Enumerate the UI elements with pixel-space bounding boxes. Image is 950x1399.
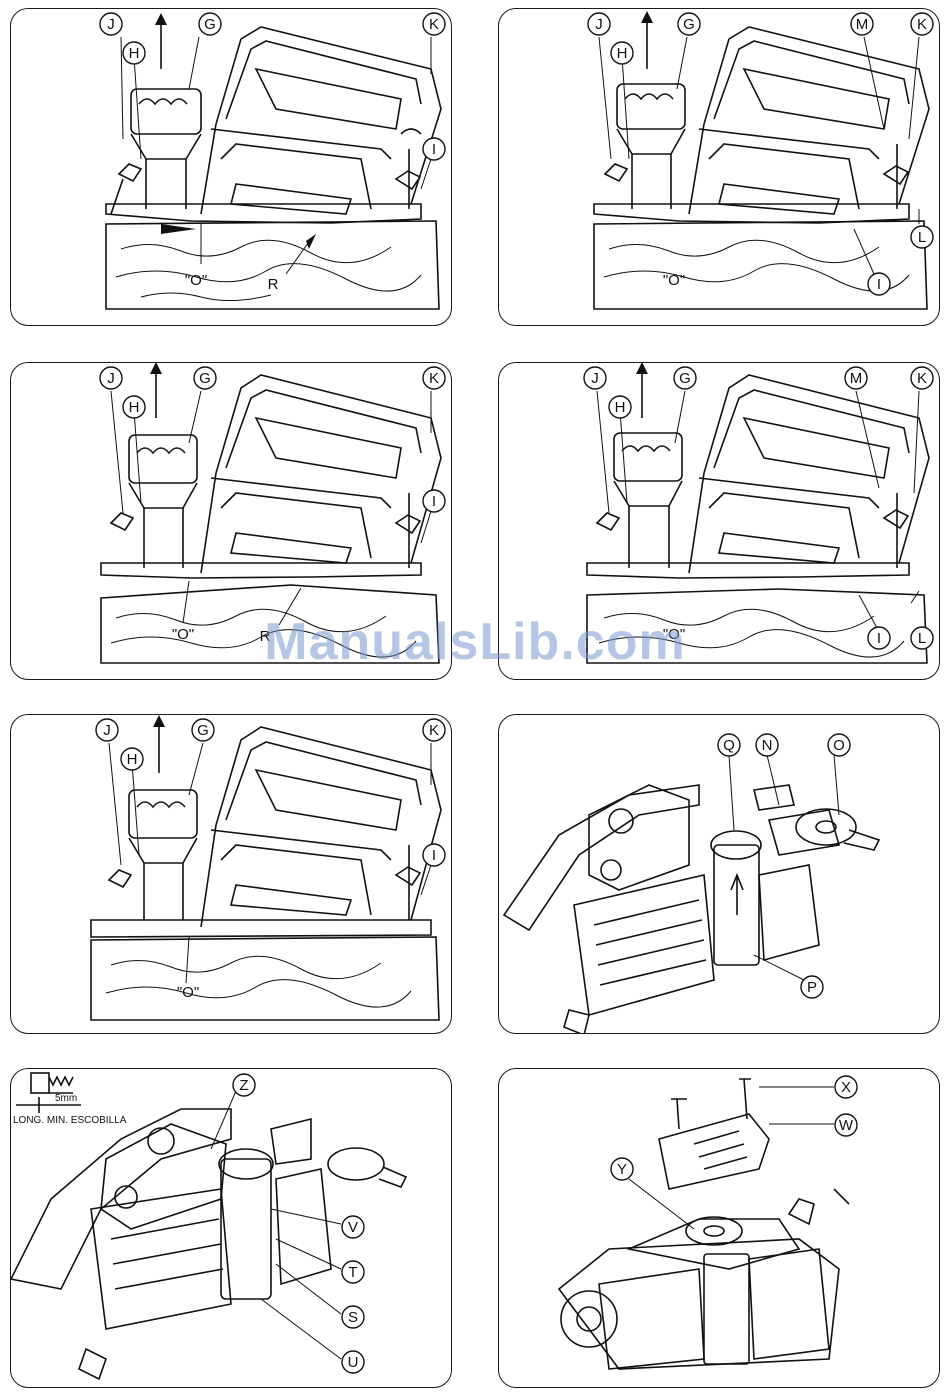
label-I: I	[877, 630, 881, 647]
planer-drum-view: Q N O P	[499, 715, 940, 1034]
label-M: M	[856, 16, 869, 33]
label-I: I	[432, 493, 436, 510]
planer-side-view-2: J H G M K L I "O"	[499, 9, 940, 326]
label-zero: "O"	[663, 272, 685, 289]
label-I: I	[877, 276, 881, 293]
brush-view: Z V T S U 5mm LONG. MIN. ESCOBILLA	[11, 1069, 452, 1388]
planer-side-view-1: J H G K I "O" R	[11, 9, 452, 326]
label-Z: Z	[239, 1077, 248, 1094]
label-Y: Y	[617, 1161, 627, 1178]
planer-side-view-4: J H G M K I L "O"	[499, 363, 940, 680]
label-W: W	[839, 1117, 854, 1134]
label-U: U	[348, 1354, 359, 1371]
label-K: K	[429, 722, 439, 739]
diagram-panel-1: J H G K I "O" R	[10, 8, 452, 326]
diagram-panel-4: J H G M K I L "O"	[498, 362, 940, 680]
diagram-panel-6: Q N O P	[498, 714, 940, 1034]
diagram-panel-3: J H G K I "O" R	[10, 362, 452, 680]
label-S: S	[348, 1309, 358, 1326]
label-K: K	[917, 16, 927, 33]
label-T: T	[348, 1264, 357, 1281]
label-H: H	[615, 399, 626, 416]
label-J: J	[595, 16, 603, 33]
label-zero: "O"	[663, 626, 685, 643]
label-R: R	[268, 276, 279, 293]
label-K: K	[429, 16, 439, 33]
brush-size: 5mm	[55, 1093, 77, 1104]
cover-removal-view: X W Y	[499, 1069, 940, 1388]
diagram-panel-2: J H G M K L I "O"	[498, 8, 940, 326]
label-J: J	[103, 722, 111, 739]
label-G: G	[204, 16, 216, 33]
label-I: I	[432, 141, 436, 158]
label-H: H	[129, 45, 140, 62]
label-G: G	[197, 722, 209, 739]
label-Q: Q	[723, 737, 735, 754]
label-P: P	[807, 979, 817, 996]
label-N: N	[762, 737, 773, 754]
label-V: V	[348, 1219, 358, 1236]
label-L: L	[918, 229, 926, 246]
label-X: X	[841, 1079, 851, 1096]
label-J: J	[107, 16, 115, 33]
diagram-panel-8: X W Y	[498, 1068, 940, 1388]
label-O: O	[833, 737, 845, 754]
label-K: K	[429, 370, 439, 387]
label-J: J	[107, 370, 115, 387]
label-H: H	[127, 751, 138, 768]
diagram-panel-5: J H G K I "O"	[10, 714, 452, 1034]
label-zero: "O"	[177, 984, 199, 1001]
label-L: L	[918, 630, 926, 647]
planer-side-view-3: J H G K I "O" R	[11, 363, 452, 680]
label-K: K	[917, 370, 927, 387]
label-M: M	[850, 370, 863, 387]
label-R: R	[260, 628, 271, 645]
label-zero: "O"	[185, 272, 207, 289]
label-zero: "O"	[172, 626, 194, 643]
label-G: G	[683, 16, 695, 33]
label-J: J	[591, 370, 599, 387]
brush-caption: LONG. MIN. ESCOBILLA	[13, 1115, 127, 1126]
planer-side-view-5: J H G K I "O"	[11, 715, 452, 1034]
label-H: H	[617, 45, 628, 62]
diagram-panel-7: Z V T S U 5mm LONG. MIN. ESCOBILLA	[10, 1068, 452, 1388]
label-G: G	[199, 370, 211, 387]
label-H: H	[129, 399, 140, 416]
label-G: G	[679, 370, 691, 387]
label-I: I	[432, 847, 436, 864]
